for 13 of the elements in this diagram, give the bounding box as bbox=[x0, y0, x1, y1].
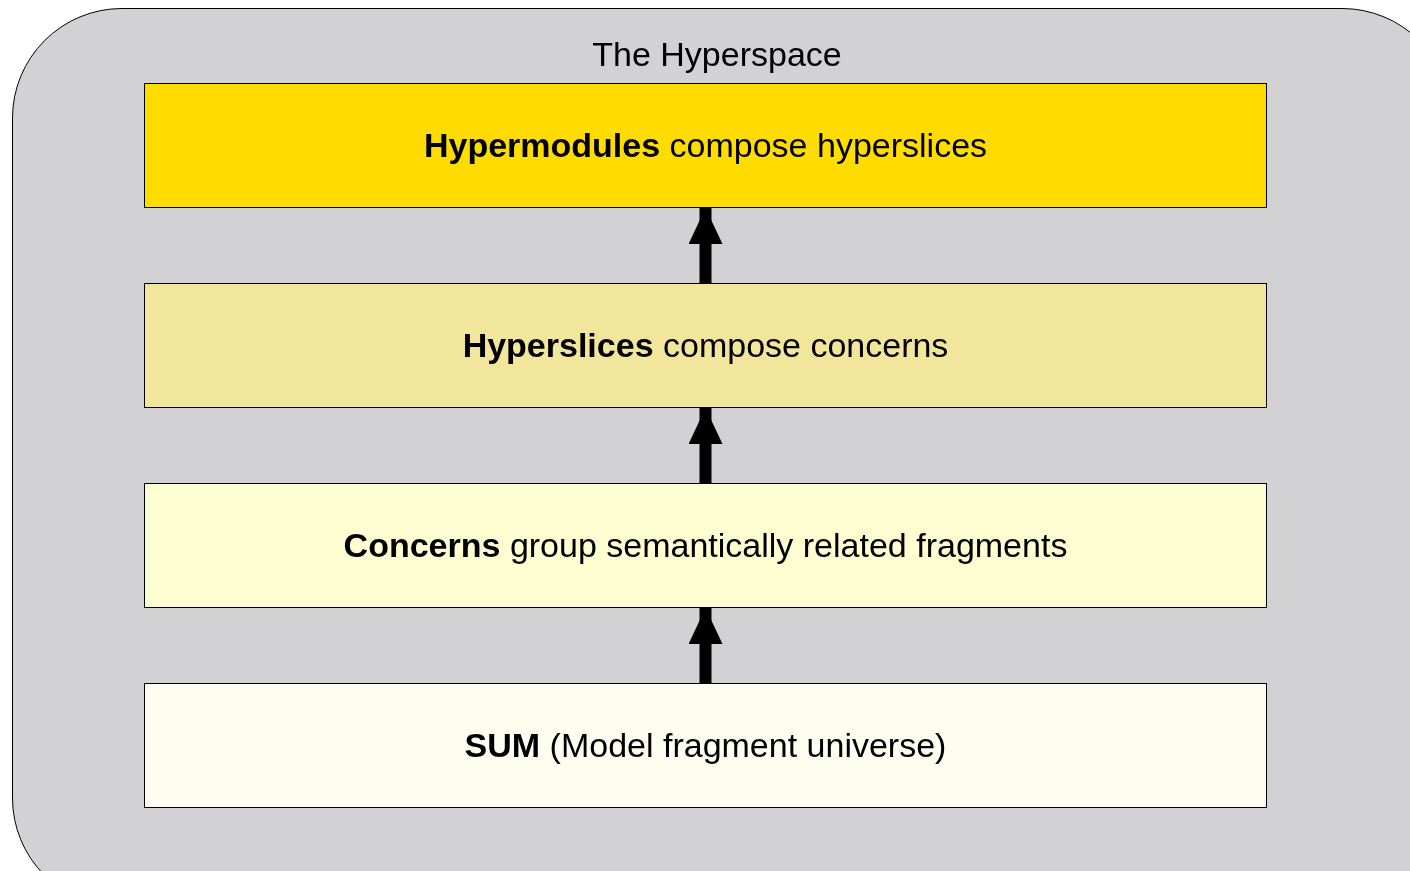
arrow bbox=[688, 408, 723, 483]
arrow bbox=[688, 608, 723, 683]
layer-box bbox=[144, 83, 1267, 208]
layer-label: Hyperslices compose concerns bbox=[462, 326, 949, 365]
layer-box bbox=[144, 683, 1267, 808]
layer-label: Concerns group semantically related fragments bbox=[343, 526, 1068, 565]
layer-label: Hypermodules compose hyperslices bbox=[423, 126, 988, 165]
layer-box bbox=[144, 483, 1267, 608]
layer-box bbox=[144, 283, 1267, 408]
hyperspace-container bbox=[12, 8, 1410, 871]
layer-label: SUM (Model fragment universe) bbox=[464, 726, 947, 765]
arrow bbox=[688, 208, 723, 283]
container-title: The Hyperspace bbox=[591, 35, 843, 74]
